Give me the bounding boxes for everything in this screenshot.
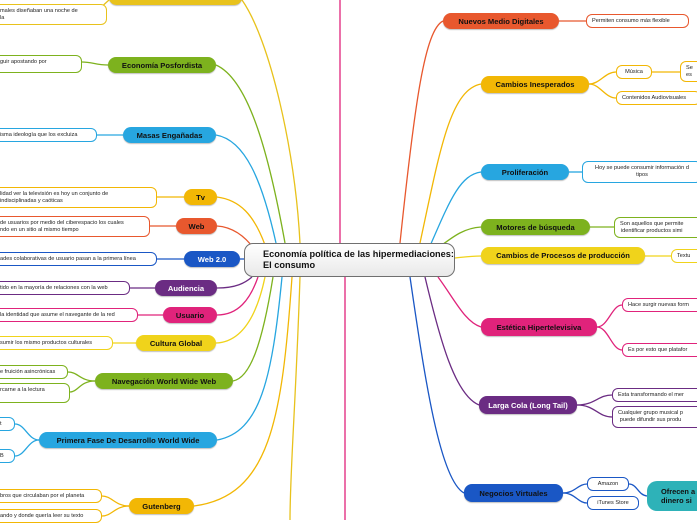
branch-masas-enganadas[interactable]: Masas Engañadas xyxy=(123,127,216,143)
leaf-ofrecen-dinero[interactable]: Ofrecen a dinero si xyxy=(647,481,697,511)
branch-cultura-global[interactable]: Cultura Global xyxy=(136,335,216,351)
branch-web[interactable]: Web xyxy=(176,218,217,234)
leaf-colaborativas[interactable]: ades colaborativas de usuario pasan a la… xyxy=(0,252,157,266)
leaf-television[interactable]: lidad ver la televisión es hoy un conjun… xyxy=(0,187,157,208)
leaf-ciberespacio[interactable]: de usuarios por medio del ciberespacio l… xyxy=(0,216,150,237)
leaf-lectura[interactable]: rcarne a la lectura xyxy=(0,383,70,403)
leaf-b[interactable]: B xyxy=(0,449,15,463)
branch-navegacion-www[interactable]: Navegación World Wide Web xyxy=(95,373,233,389)
branch-estetica-hipertelevisiva[interactable]: Estética Hipertelevisiva xyxy=(481,318,597,336)
leaf-productos-culturales[interactable]: sumir los mismo productos culturales xyxy=(0,336,113,350)
leaf-relaciones[interactable]: tido en la mayoría de relaciones con la … xyxy=(0,281,130,295)
leaf-nuevas-formas[interactable]: Hace surgir nuevas form xyxy=(622,298,697,312)
branch-top-left[interactable] xyxy=(109,0,242,5)
leaf-contenidos-audiovisuales[interactable]: Contenidos Audiovisuales xyxy=(616,91,697,105)
branch-usuario[interactable]: Usuario xyxy=(163,307,217,323)
leaf-transformando-mercado[interactable]: Esta transformando el mer xyxy=(612,388,697,402)
branch-gutenberg[interactable]: Gutenberg xyxy=(129,498,194,514)
central-topic[interactable]: Economía política de las hipermediacione… xyxy=(244,243,455,277)
branch-primera-fase-www[interactable]: Primera Fase De Desarrollo World Wide xyxy=(39,432,217,448)
leaf-ideologia[interactable]: isma ideología que los excluiza xyxy=(0,128,97,142)
branch-negocios-virtuales[interactable]: Negocios Virtuales xyxy=(464,484,563,502)
central-topic-title: Economía política de las hipermediacione… xyxy=(263,249,454,270)
leaf-identificar-productos[interactable]: Son aquellos que permite identificar pro… xyxy=(614,217,697,238)
leaf-amazon[interactable]: Amazon xyxy=(587,477,629,491)
leaf-plataformas[interactable]: Es por esto que platafor xyxy=(622,343,697,357)
branch-tv[interactable]: Tv xyxy=(184,189,217,205)
leaf-libros[interactable]: bros que circulaban por el planeta xyxy=(0,489,102,503)
branch-cambios-procesos[interactable]: Cambios de Procesos de producción xyxy=(481,247,645,264)
branch-nuevos-medios-digitales[interactable]: Nuevos Medio Digitales xyxy=(443,13,559,29)
branch-web-2-0[interactable]: Web 2.0 xyxy=(184,251,240,267)
leaf-apostando[interactable]: guir apostando por xyxy=(0,55,82,73)
leaf-se-es[interactable]: Se es xyxy=(680,61,697,82)
leaf-grupo-musical[interactable]: Cualquier grupo musical p puede difundir… xyxy=(612,406,697,428)
leaf-noche[interactable]: males diseñaban una noche de la xyxy=(0,4,107,25)
leaf-musica[interactable]: Música xyxy=(616,65,652,79)
leaf-itunes-store[interactable]: iTunes Store xyxy=(587,496,639,510)
branch-economia-posfordista[interactable]: Economía Posfordista xyxy=(108,57,216,73)
branch-larga-cola[interactable]: Larga Cola (Long Tail) xyxy=(479,396,577,414)
leaf-t[interactable]: t xyxy=(0,417,15,431)
branch-cambios-inesperados[interactable]: Cambios Inesperados xyxy=(481,76,589,93)
leaf-fruicion[interactable]: e fruición asincrónicas xyxy=(0,365,68,379)
leaf-consumir-informacion[interactable]: Hoy se puede consumir información d tipo… xyxy=(582,161,697,183)
leaf-consumo-flexible[interactable]: Permiten consumo más flexible xyxy=(586,14,689,28)
branch-motores-busqueda[interactable]: Motores de búsqueda xyxy=(481,219,590,235)
leaf-texto[interactable]: ando y donde quería leer su texto xyxy=(0,509,102,523)
leaf-identidad[interactable]: la identidad que asume el navegante de l… xyxy=(0,308,138,322)
branch-proliferacion[interactable]: Proliferación xyxy=(481,164,569,180)
branch-audiencia[interactable]: Audiencia xyxy=(155,280,217,296)
leaf-textu[interactable]: Textu xyxy=(671,249,697,263)
